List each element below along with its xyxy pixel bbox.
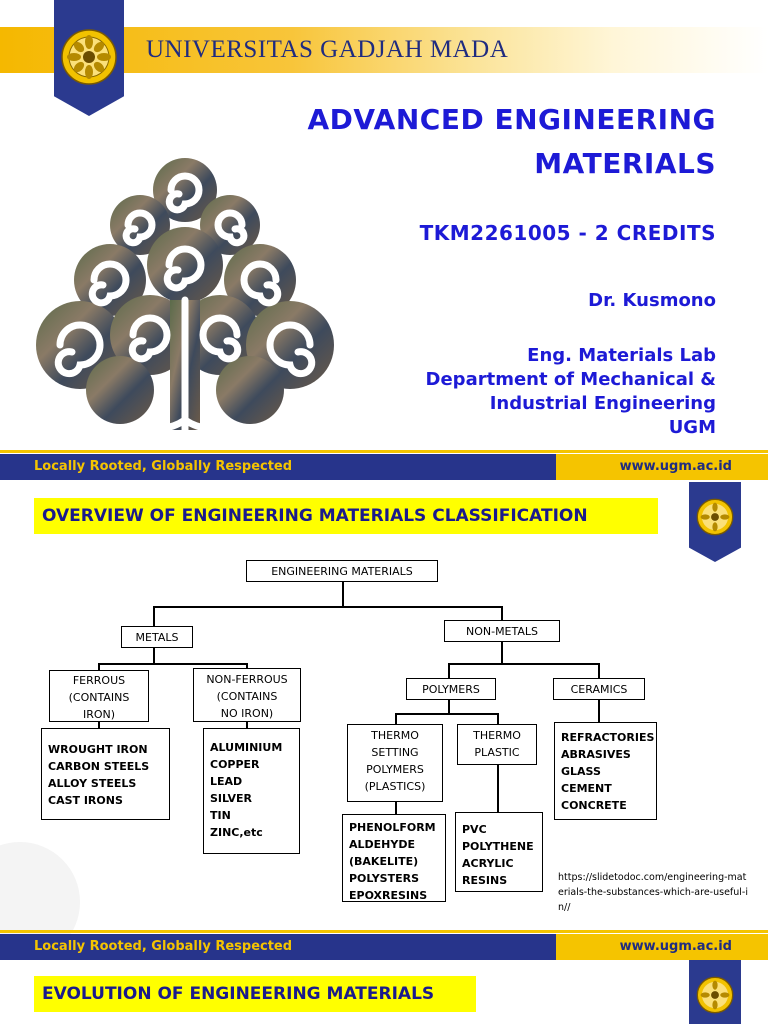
footer-website: www.ugm.ac.id bbox=[556, 454, 768, 480]
title-slide: UNIVERSITAS GADJAH MADA bbox=[0, 0, 768, 482]
connector-line bbox=[153, 606, 503, 608]
affiliation-line: Industrial Engineering bbox=[489, 393, 716, 414]
lecturer-name: Dr. Kusmono bbox=[588, 290, 716, 311]
node-non-ferrous: NON-FERROUS (CONTAINS NO IRON) bbox=[193, 668, 301, 722]
node-thermosetting: THERMO SETTING POLYMERS (PLASTICS) bbox=[347, 724, 443, 802]
university-name: UNIVERSITAS GADJAH MADA bbox=[146, 36, 509, 63]
affiliation: Eng. Materials Lab Department of Mechani… bbox=[296, 344, 716, 440]
footer-tagline: Locally Rooted, Globally Respected bbox=[0, 934, 556, 960]
slide-title: OVERVIEW OF ENGINEERING MATERIALS CLASSI… bbox=[34, 498, 658, 534]
footer-stripe bbox=[0, 450, 768, 453]
connector-line bbox=[501, 642, 503, 664]
header-band bbox=[0, 27, 768, 73]
node-ferrous-examples: WROUGHT IRON CARBON STEELS ALLOY STEELS … bbox=[41, 728, 170, 820]
footer-bar: Locally Rooted, Globally Respected www.u… bbox=[0, 454, 768, 480]
node-ceramics: CERAMICS bbox=[553, 678, 645, 700]
ugm-seal-icon bbox=[61, 29, 117, 85]
footer-stripe bbox=[0, 930, 768, 933]
evolution-slide: EVOLUTION OF ENGINEERING MATERIALS bbox=[0, 960, 768, 1024]
ugm-seal-icon bbox=[696, 498, 734, 536]
course-title: ADVANCED ENGINEERING MATERIALS bbox=[307, 103, 716, 180]
connector-line bbox=[448, 663, 600, 665]
connector-line bbox=[395, 801, 397, 815]
footer-tagline: Locally Rooted, Globally Respected bbox=[0, 454, 556, 480]
source-link[interactable]: https://slidetodoc.com/engineering-mater… bbox=[558, 872, 748, 913]
connector-line bbox=[448, 663, 450, 679]
connector-line bbox=[598, 700, 600, 722]
connector-line bbox=[98, 663, 100, 671]
connector-line bbox=[153, 606, 155, 627]
node-engineering-materials: ENGINEERING MATERIALS bbox=[246, 560, 438, 582]
connector-line bbox=[448, 700, 450, 714]
connector-line bbox=[342, 581, 344, 607]
course-code: TKM2261005 - 2 CREDITS bbox=[419, 221, 716, 245]
node-ceramics-examples: REFRACTORIES ABRASIVES GLASS CEMENT CONC… bbox=[554, 722, 657, 820]
ugm-seal-icon bbox=[696, 976, 734, 1014]
node-polymers: POLYMERS bbox=[406, 678, 496, 700]
connector-line bbox=[246, 663, 248, 669]
connector-line bbox=[98, 721, 100, 729]
connector-line bbox=[395, 713, 397, 725]
connector-line bbox=[395, 713, 499, 715]
connector-line bbox=[246, 721, 248, 729]
affiliation-line: UGM bbox=[668, 417, 716, 438]
node-metals: METALS bbox=[121, 626, 193, 648]
tree-emblem-icon bbox=[36, 158, 334, 439]
node-thermoplastic-examples: PVC POLYTHENE ACRYLIC RESINS bbox=[455, 812, 543, 892]
classification-slide: OVERVIEW OF ENGINEERING MATERIALS CLASSI… bbox=[0, 482, 768, 960]
connector-line bbox=[598, 663, 600, 679]
footer-bar: Locally Rooted, Globally Respected www.u… bbox=[0, 934, 768, 960]
node-ferrous: FERROUS (CONTAINS IRON) bbox=[49, 670, 149, 722]
connector-line bbox=[497, 765, 499, 813]
affiliation-line: Department of Mechanical & bbox=[425, 369, 716, 390]
connector-line bbox=[497, 713, 499, 725]
affiliation-line: Eng. Materials Lab bbox=[527, 345, 716, 366]
connector-line bbox=[153, 648, 155, 664]
connector-line bbox=[98, 663, 248, 665]
connector-line bbox=[501, 606, 503, 620]
node-non-ferrous-examples: ALUMINIUM COPPER LEAD SILVER TIN ZINC,et… bbox=[203, 728, 300, 854]
node-thermosetting-examples: PHENOLFORM ALDEHYDE (BAKELITE) POLYSTERS… bbox=[342, 814, 446, 902]
node-thermoplastic: THERMO PLASTIC bbox=[457, 724, 537, 765]
node-non-metals: NON-METALS bbox=[444, 620, 560, 642]
footer-website: www.ugm.ac.id bbox=[556, 934, 768, 960]
slide-title: EVOLUTION OF ENGINEERING MATERIALS bbox=[34, 976, 476, 1012]
